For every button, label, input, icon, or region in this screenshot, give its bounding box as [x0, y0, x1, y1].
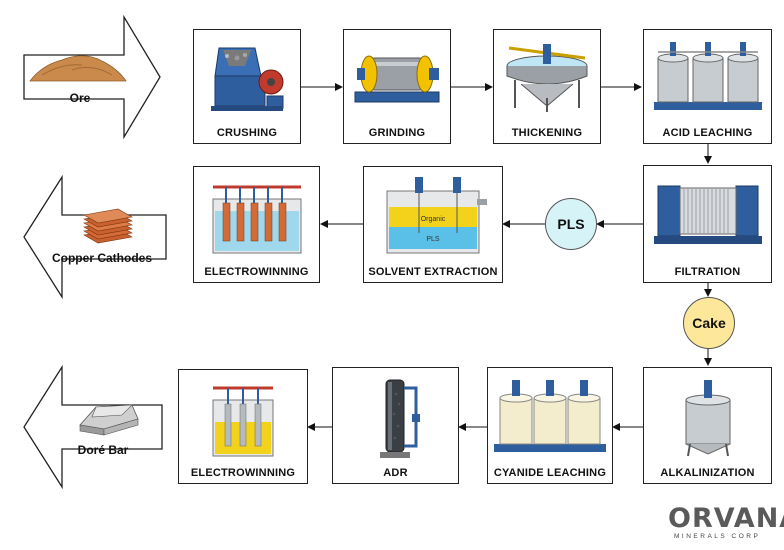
step-thickening: THICKENING	[493, 29, 601, 144]
crushing-label: CRUSHING	[216, 127, 278, 139]
filtration-label: FILTRATION	[674, 266, 741, 278]
adr-label: ADR	[383, 467, 408, 479]
pls-layer-label: PLS	[426, 236, 440, 243]
step-electrowinning-gold: ELECTROWINNING	[178, 369, 308, 484]
orvana-logo: ORVANA MINERALS CORP	[668, 503, 784, 543]
cake-node: Cake	[683, 297, 735, 349]
filter-press-icon	[653, 185, 762, 244]
acid-leaching-label: ACID LEACHING	[662, 127, 753, 139]
jaw-crusher-icon	[211, 47, 284, 111]
ore-label: Ore	[69, 91, 91, 105]
ball-mill-icon	[354, 55, 440, 103]
step-acid-leaching: ACID LEACHING	[643, 29, 772, 144]
step-alkalinization: ALKALINIZATION	[643, 367, 772, 484]
electrowinning-gold-label: ELECTROWINNING	[190, 467, 296, 479]
copper-output-arrow	[23, 175, 167, 299]
logo-wordmark: ORVANA	[668, 503, 784, 534]
thickener-icon	[506, 44, 588, 112]
dore-bar-icon	[79, 404, 139, 436]
cyanide-leach-tanks-icon	[494, 380, 606, 452]
electrowinning-copper-label: ELECTROWINNING	[204, 266, 309, 278]
cyanide-leaching-label: CYANIDE LEACHING	[493, 467, 607, 479]
alkalinization-label: ALKALINIZATION	[660, 467, 755, 479]
step-crushing: CRUSHING	[193, 29, 301, 144]
step-electrowinning-copper: ELECTROWINNING	[193, 166, 320, 283]
pls-node: PLS	[545, 198, 597, 250]
step-solvent-extraction: Organic PLS SOLVENT EXTRACTION	[363, 166, 503, 283]
copper-cathodes-label: Copper Cathodes	[51, 251, 152, 265]
step-filtration: FILTRATION	[643, 165, 772, 283]
grinding-label: GRINDING	[368, 127, 426, 139]
step-cyanide-leaching: CYANIDE LEACHING	[487, 367, 613, 484]
copper-electrowinning-cell-icon	[212, 185, 301, 254]
step-adr: ADR	[332, 367, 459, 484]
solvent-extraction-label: SOLVENT EXTRACTION	[368, 266, 498, 278]
step-grinding: GRINDING	[343, 29, 451, 144]
dore-output-arrow	[23, 365, 163, 489]
acid-leach-tanks-icon	[653, 42, 762, 110]
copper-cathode-stack-icon	[83, 208, 133, 244]
organic-layer-label: Organic	[421, 216, 446, 223]
ore-input-arrow	[23, 15, 161, 139]
adr-column-icon	[379, 379, 420, 458]
thickening-label: THICKENING	[511, 127, 583, 139]
alkalinization-tank-icon	[685, 380, 730, 457]
logo-tagline: MINERALS CORP	[674, 533, 761, 540]
solvent-extraction-tank-icon: Organic PLS	[386, 177, 487, 254]
dore-bar-label: Doré Bar	[77, 443, 129, 457]
gold-electrowinning-cell-icon	[212, 386, 274, 457]
